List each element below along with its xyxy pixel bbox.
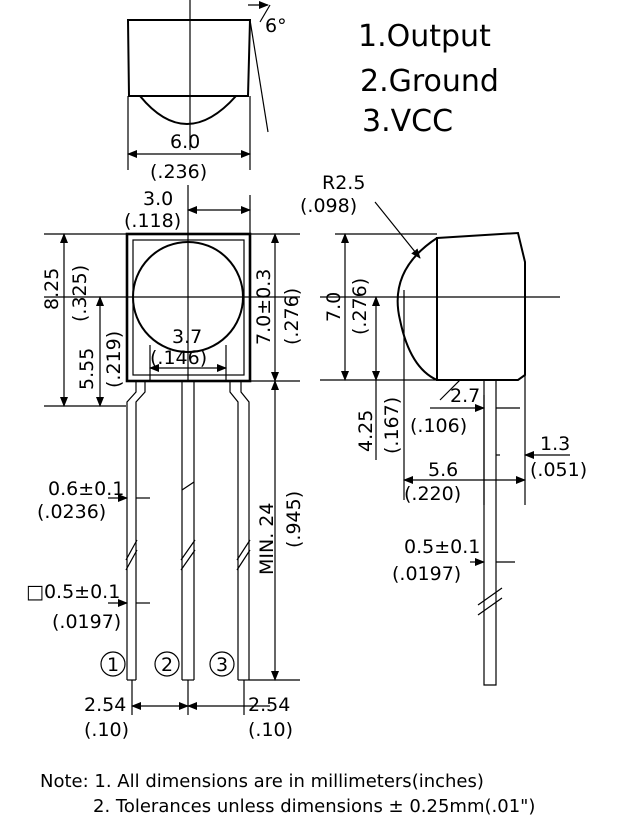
- side-offset-in: (.106): [410, 415, 467, 437]
- front-height-mm: 8.25: [41, 268, 63, 310]
- top-width-mm: 6.0: [170, 131, 200, 153]
- side-lens-center-mm: 4.25: [355, 410, 377, 452]
- front-height-in: (.325): [69, 265, 91, 322]
- svg-text:3: 3: [216, 654, 228, 676]
- side-lead-offset-mm: 1.3: [540, 433, 570, 455]
- front-view-dimensions: [44, 195, 300, 715]
- pitch-right-in: (.10): [248, 719, 293, 741]
- front-lead-length-in: (.945): [283, 491, 305, 548]
- front-half-width-in: (.118): [124, 210, 181, 232]
- side-radius-mm: R2.5: [322, 172, 365, 194]
- pin-2-label: 2.Ground: [360, 64, 499, 99]
- pin-3-label: 3.VCC: [362, 104, 453, 139]
- pin-1-label: 1.Output: [358, 19, 491, 54]
- front-body-height-in: (.276): [281, 288, 303, 345]
- side-view-dimensions: [320, 201, 570, 566]
- side-offset-mm: 2.7: [450, 385, 480, 407]
- front-lead-square-mm: □0.5±0.1: [26, 581, 120, 603]
- front-body-height-mm: 7.0±0.3: [253, 269, 275, 345]
- pin-3-marker: 3: [209, 651, 235, 677]
- svg-text:1: 1: [107, 654, 119, 676]
- side-height-in: (.276): [349, 278, 371, 335]
- side-lead-offset-in: (.051): [530, 459, 587, 481]
- side-radius-in: (.098): [300, 195, 357, 217]
- angle-label: 6°: [265, 15, 287, 37]
- front-lead-width-in: (.0236): [37, 501, 106, 523]
- note-line-1: Note: 1. All dimensions are in millimete…: [40, 771, 484, 792]
- side-lens-center-in: (.167): [381, 397, 403, 454]
- side-height-mm: 7.0: [323, 292, 345, 322]
- front-view-body: [44, 185, 300, 681]
- front-center-height-mm: 5.55: [76, 348, 98, 390]
- side-depth-in: (.220): [404, 483, 461, 505]
- pin-2-marker: 2: [154, 651, 180, 677]
- front-lead-length-mm: MIN. 24: [256, 503, 278, 575]
- front-lead-width-mm: 0.6±0.1: [48, 478, 124, 500]
- front-lead-square-in: (.0197): [52, 611, 121, 633]
- pitch-left-in: (.10): [84, 719, 129, 741]
- side-lead-thickness-mm: 0.5±0.1: [404, 536, 480, 558]
- front-center-height-in: (.219): [103, 331, 125, 388]
- pitch-right-mm: 2.54: [248, 694, 290, 716]
- svg-text:2: 2: [161, 654, 173, 676]
- top-width-in: (.236): [150, 161, 207, 183]
- pin-1-marker: 1: [100, 651, 126, 677]
- front-lens-width-in: (.146): [150, 347, 207, 369]
- front-half-width-mm: 3.0: [143, 188, 173, 210]
- side-depth-mm: 5.6: [428, 459, 458, 481]
- pitch-left-mm: 2.54: [84, 694, 126, 716]
- side-lead-thickness-in: (.0197): [392, 563, 461, 585]
- front-lens-width-mm: 3.7: [172, 326, 202, 348]
- top-view: [126, 0, 271, 170]
- note-line-2: 2. Tolerances unless dimensions ± 0.25mm…: [93, 796, 535, 817]
